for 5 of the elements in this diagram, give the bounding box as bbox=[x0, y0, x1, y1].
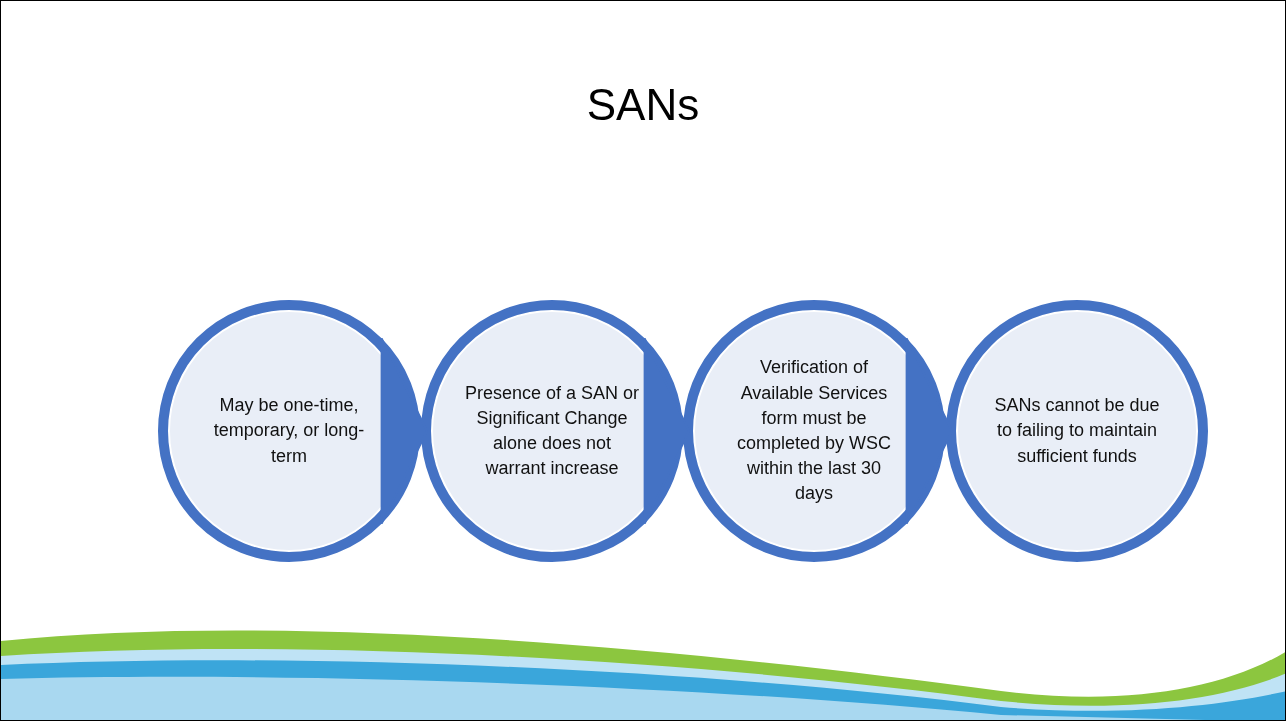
title: SANs bbox=[586, 79, 700, 131]
node-text: SANs cannot be due to failing to maintain sufficient funds bbox=[993, 394, 1161, 468]
node-text: Presence of a SAN or Significant Change alone does not warrant increase bbox=[464, 381, 640, 481]
node-text: May be one-time, temporary, or long-term bbox=[212, 394, 366, 468]
node-text: Verification of Available Services form must be completed by WSC within the last 30 days bbox=[735, 356, 893, 506]
